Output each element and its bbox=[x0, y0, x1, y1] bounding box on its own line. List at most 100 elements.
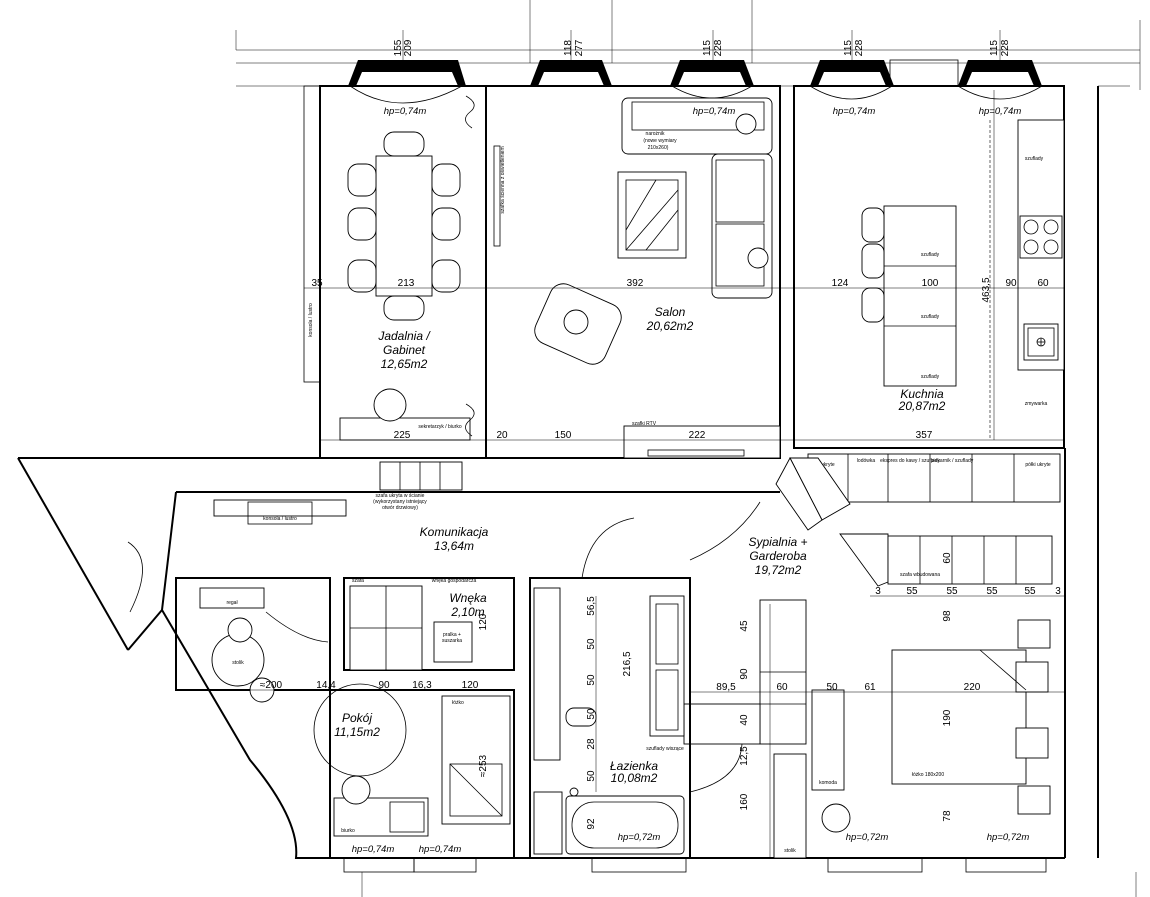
hp-bathroom: hp=0,72m bbox=[618, 832, 661, 843]
room-corridor-area: 13,64m bbox=[434, 539, 474, 553]
room-pokoj: łóżko biurko bbox=[313, 683, 515, 859]
oven-label: piekarnik / szuflady bbox=[931, 458, 974, 464]
top-dim-4b: 228 bbox=[854, 39, 865, 56]
single-bed bbox=[441, 695, 511, 825]
salon-wall-shelf-label: szafka ścienna z oświetleniem bbox=[500, 146, 506, 213]
room-labels: Jadalnia / Gabinet 12,65m2 Salon 20,62m2… bbox=[334, 305, 946, 785]
room-kitchen-area: 20,87m2 bbox=[898, 399, 946, 413]
svg-text:55: 55 bbox=[986, 586, 998, 597]
hp-kitchen-1: hp=0,74m bbox=[833, 106, 876, 117]
dim-222: 222 bbox=[689, 430, 706, 441]
top-dim-5a: 115 bbox=[989, 40, 1000, 56]
sofa-label: narożnik bbox=[646, 131, 665, 137]
hp-pokoj-1: hp=0,74m bbox=[352, 844, 395, 855]
svg-text:≈200: ≈200 bbox=[260, 680, 283, 691]
svg-text:szuflady: szuflady bbox=[1025, 156, 1044, 162]
hidden-wardrobe bbox=[379, 461, 463, 491]
console-mirror bbox=[213, 499, 347, 517]
svg-text:szuflady: szuflady bbox=[921, 374, 940, 380]
room-bathroom-area: 10,08m2 bbox=[611, 771, 658, 785]
svg-text:50: 50 bbox=[826, 682, 838, 693]
svg-text:50: 50 bbox=[586, 674, 597, 686]
dim-35: 35 bbox=[311, 278, 323, 289]
sofa bbox=[621, 97, 773, 155]
diagonal-wardrobe bbox=[839, 533, 889, 587]
dim-20: 20 bbox=[496, 430, 508, 441]
room-bedroom-name-2: Garderoba bbox=[749, 549, 807, 563]
svg-text:14,4: 14,4 bbox=[316, 680, 336, 691]
dresser bbox=[811, 689, 845, 791]
svg-text:56,5: 56,5 bbox=[586, 596, 597, 616]
dim-60: 60 bbox=[1037, 278, 1049, 289]
svg-text:160: 160 bbox=[739, 793, 750, 810]
svg-text:≈253: ≈253 bbox=[478, 754, 489, 777]
tv-cabinet bbox=[623, 425, 781, 459]
room-bedroom-name-1: Sypialnia + bbox=[748, 535, 807, 549]
top-dim-5b: 228 bbox=[1000, 39, 1011, 56]
hp-kitchen-2: hp=0,74m bbox=[979, 106, 1022, 117]
dimension-labels: 35 213 392 124 100 90 60 463,5 225 20 15… bbox=[260, 277, 1061, 830]
desk-chair bbox=[373, 388, 407, 422]
hanging-drawers-label: szuflady wiszące bbox=[646, 746, 684, 752]
fridge-label: lodówka bbox=[857, 458, 876, 464]
dim-392: 392 bbox=[627, 278, 644, 289]
hp-salon: hp=0,74m bbox=[693, 106, 736, 117]
room-salon-name: Salon bbox=[655, 305, 686, 319]
room-niche-area: 2,10m bbox=[450, 605, 484, 619]
svg-text:półki ukryte: półki ukryte bbox=[1025, 462, 1051, 468]
svg-text:216,5: 216,5 bbox=[622, 651, 633, 676]
coffee-table-rug bbox=[617, 171, 687, 259]
room-niche-name: Wnęka bbox=[449, 591, 487, 605]
side-table-label: stolik bbox=[232, 660, 244, 666]
room-dining-name-1: Jadalnia / bbox=[377, 329, 431, 343]
coffee-label: ekspres do kawy / szuflady bbox=[880, 458, 940, 464]
desk-label: biurko bbox=[341, 828, 355, 834]
svg-text:szuflady: szuflady bbox=[921, 252, 940, 258]
bedroom-chair bbox=[821, 803, 851, 833]
svg-text:90: 90 bbox=[739, 668, 750, 680]
svg-text:78: 78 bbox=[942, 810, 953, 822]
top-dim-4a: 115 bbox=[843, 40, 854, 56]
svg-text:12,5: 12,5 bbox=[739, 746, 750, 766]
svg-text:50: 50 bbox=[586, 638, 597, 650]
svg-text:szuflady: szuflady bbox=[921, 314, 940, 320]
double-bed bbox=[891, 649, 1027, 785]
cooktop bbox=[1019, 215, 1063, 259]
svg-text:40: 40 bbox=[739, 714, 750, 726]
hidden-wardrobe-label: szafa ukryta w ścianie bbox=[376, 493, 425, 499]
bed-label: łóżko 180x200 bbox=[912, 772, 944, 778]
svg-text:60: 60 bbox=[776, 682, 788, 693]
svg-text:szafa: szafa bbox=[352, 578, 364, 584]
svg-text:89,5: 89,5 bbox=[716, 682, 736, 693]
kitchen: szuflady szuflady szuflady szuflady zmyw… bbox=[775, 119, 1065, 531]
secretary-desk-label: sekretarzyk / biurko bbox=[418, 424, 462, 430]
top-dim-3b: 228 bbox=[713, 39, 724, 56]
hp-bedroom-2: hp=0,72m bbox=[987, 832, 1030, 843]
svg-text:45: 45 bbox=[739, 620, 750, 632]
corridor: konsola / lustro szafa ukryta w ścianie … bbox=[127, 461, 761, 613]
dim-357: 357 bbox=[916, 430, 933, 441]
room-corridor-name: Komunikacja bbox=[420, 525, 489, 539]
svg-text:55: 55 bbox=[946, 586, 958, 597]
svg-text:stolik: stolik bbox=[784, 848, 796, 854]
hp-bedroom-1: hp=0,72m bbox=[846, 832, 889, 843]
single-bed-label: łóżko bbox=[452, 700, 464, 706]
svg-text:(nowe wymiary: (nowe wymiary bbox=[643, 138, 677, 144]
small-room: regał stolik bbox=[175, 577, 331, 703]
svg-text:61: 61 bbox=[864, 682, 876, 693]
dresser-label: komoda bbox=[819, 780, 837, 786]
svg-text:zmywarka: zmywarka bbox=[1025, 401, 1048, 407]
svg-text:50: 50 bbox=[586, 770, 597, 782]
svg-text:120: 120 bbox=[478, 613, 489, 630]
console-mirror-label: konsola / lustro bbox=[263, 516, 297, 522]
dining-room: sekretarzyk / biurko konsola / lustro bbox=[308, 95, 475, 441]
top-dimension-labels: 155 209 118 277 115 228 115 228 115 228 bbox=[393, 39, 1011, 56]
svg-text:55: 55 bbox=[1024, 586, 1036, 597]
washing-machine bbox=[433, 621, 473, 663]
tv-cabinet-label: szafki RTV bbox=[632, 421, 657, 427]
walls bbox=[17, 85, 1130, 859]
dining-chairs bbox=[347, 131, 461, 321]
room-bathroom-name: Łazienka bbox=[610, 759, 658, 773]
dining-table bbox=[375, 155, 433, 297]
